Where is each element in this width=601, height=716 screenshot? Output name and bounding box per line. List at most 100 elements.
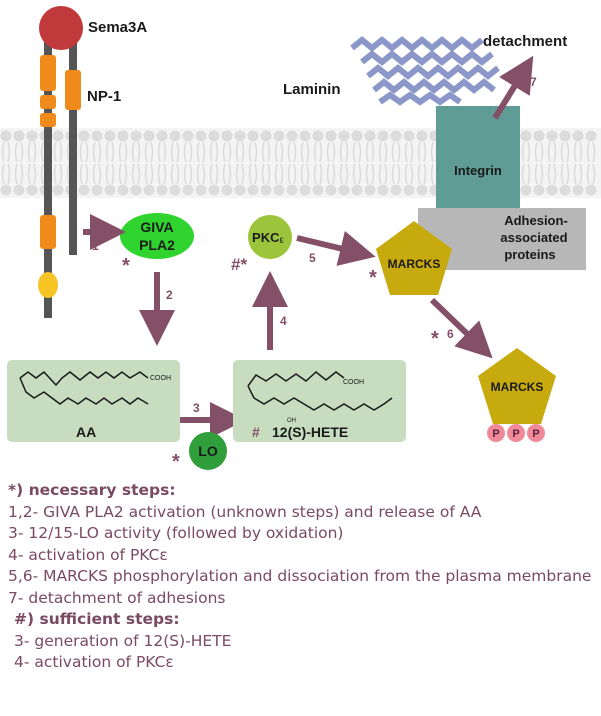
phospholipid-tail xyxy=(365,141,375,185)
phospholipid-head xyxy=(130,184,142,196)
step4-label: 4 xyxy=(280,314,287,328)
phospholipid-head xyxy=(130,130,142,142)
step1-label: 1 xyxy=(92,239,99,253)
aa-structure xyxy=(19,370,149,387)
phospholipid-head xyxy=(52,130,64,142)
phospholipid-tail xyxy=(378,141,388,185)
phospholipid-head xyxy=(299,184,311,196)
pkc-label: PKCε xyxy=(252,230,284,246)
phospholipid-head xyxy=(364,184,376,196)
phospholipid-tail xyxy=(326,141,336,185)
signaling-pathway-diagram: Laminin Sema3A NP-1 Integrin Adhesion- a… xyxy=(0,6,601,470)
giva-pla2-enzyme xyxy=(120,213,194,259)
phospholipid-head xyxy=(78,184,90,196)
phospholipid-head xyxy=(0,130,12,142)
phospholipid-head xyxy=(182,184,194,196)
phospholipid-head xyxy=(572,130,584,142)
marcks-membrane-bound xyxy=(376,221,452,295)
step7-arrow xyxy=(492,55,534,120)
necessary-step-5-6: 5,6- MARCKS phosphorylation and dissocia… xyxy=(8,567,592,585)
phospholipid-head xyxy=(78,130,90,142)
phospholipid-tail xyxy=(235,141,245,185)
marcks-membrane-label: MARCKS xyxy=(388,257,441,271)
phosphate-label-1: P xyxy=(492,428,499,440)
phospholipid-head xyxy=(117,184,129,196)
phospholipid-tail xyxy=(391,141,401,185)
phospholipid-head xyxy=(208,130,220,142)
laminin-label: Laminin xyxy=(283,81,341,98)
adhesion-label-2: associated xyxy=(500,230,567,245)
step3-label: 3 xyxy=(193,401,200,415)
necessary-step-3: 3- 12/15-LO activity (followed by oxidat… xyxy=(8,524,344,542)
step5-arrow xyxy=(296,230,376,266)
detachment-label: detachment xyxy=(483,33,567,50)
phospholipid-head xyxy=(416,130,428,142)
phospholipid-head xyxy=(234,184,246,196)
phospholipid-tail xyxy=(352,141,362,185)
phospholipid-head xyxy=(195,130,207,142)
phospholipid-head xyxy=(325,130,337,142)
phospholipid-head xyxy=(533,184,545,196)
hete-cooh: COOH xyxy=(343,379,364,386)
phospholipid-head xyxy=(520,130,532,142)
phospholipid-tail xyxy=(196,141,206,185)
phospholipid-head xyxy=(338,130,350,142)
phospholipid-tail xyxy=(313,141,323,185)
lipoxygenase-enzyme xyxy=(189,432,227,470)
phospholipid-tail xyxy=(248,141,258,185)
phospholipid-head xyxy=(52,184,64,196)
phospholipid-tail xyxy=(404,141,414,185)
phospholipid-head xyxy=(13,130,25,142)
hete-sufficient-mark: # xyxy=(252,424,260,440)
phospholipid-tail xyxy=(53,141,63,185)
phospholipid-head xyxy=(91,184,103,196)
phospholipid-head xyxy=(312,184,324,196)
adhesion-label-1: Adhesion- xyxy=(504,213,568,228)
sufficient-step-4: 4- activation of PKCε xyxy=(14,653,174,671)
phospholipid-head xyxy=(351,130,363,142)
phospholipid-tail xyxy=(14,141,24,185)
hete-structure xyxy=(247,371,345,387)
legend: *) necessary steps: 1,2- GIVA PLA2 activ… xyxy=(8,480,598,674)
phospholipid-head xyxy=(156,130,168,142)
hete-molecule-box xyxy=(233,360,406,442)
phospholipid-head xyxy=(546,130,558,142)
phospholipid-head xyxy=(559,130,571,142)
phospholipid-head xyxy=(156,184,168,196)
phospholipid-head xyxy=(585,130,597,142)
step6-label: 6 xyxy=(447,327,454,341)
phospholipid-head xyxy=(143,184,155,196)
phospholipid-tail xyxy=(586,141,596,185)
np1-label: NP-1 xyxy=(87,88,121,105)
marcks-free-label: MARCKS xyxy=(491,380,544,394)
phospholipid-head xyxy=(364,130,376,142)
marcks-phosphorylated xyxy=(478,348,556,424)
phospholipid-head xyxy=(520,184,532,196)
giva-label-2: PLA2 xyxy=(139,237,175,253)
phosphate-3 xyxy=(527,424,545,442)
phospholipid-head xyxy=(208,184,220,196)
phospholipid-head xyxy=(26,184,38,196)
phospholipid-head xyxy=(0,184,12,196)
step7-label: 7 xyxy=(530,75,537,89)
phospholipid-head xyxy=(91,130,103,142)
phospholipid-head xyxy=(117,130,129,142)
phospholipid-head xyxy=(169,130,181,142)
phospholipid-head xyxy=(546,184,558,196)
pkc-marks: #* xyxy=(231,255,247,274)
phospholipid-head xyxy=(403,184,415,196)
aa-molecule-box xyxy=(7,360,180,442)
phospholipid-head xyxy=(247,130,259,142)
phospholipid-head xyxy=(377,130,389,142)
phospholipid-head xyxy=(286,130,298,142)
np1-membrane-anchor xyxy=(38,272,58,298)
phospholipid-head xyxy=(221,184,233,196)
phospholipid-tail xyxy=(547,141,557,185)
giva-necessary-mark: * xyxy=(122,255,130,277)
phospholipid-tail xyxy=(131,141,141,185)
phospholipid-head xyxy=(221,130,233,142)
phosphate-label-2: P xyxy=(512,428,519,440)
phospholipid-head xyxy=(273,130,285,142)
phospholipid-head xyxy=(585,184,597,196)
step5-label: 5 xyxy=(309,251,316,265)
